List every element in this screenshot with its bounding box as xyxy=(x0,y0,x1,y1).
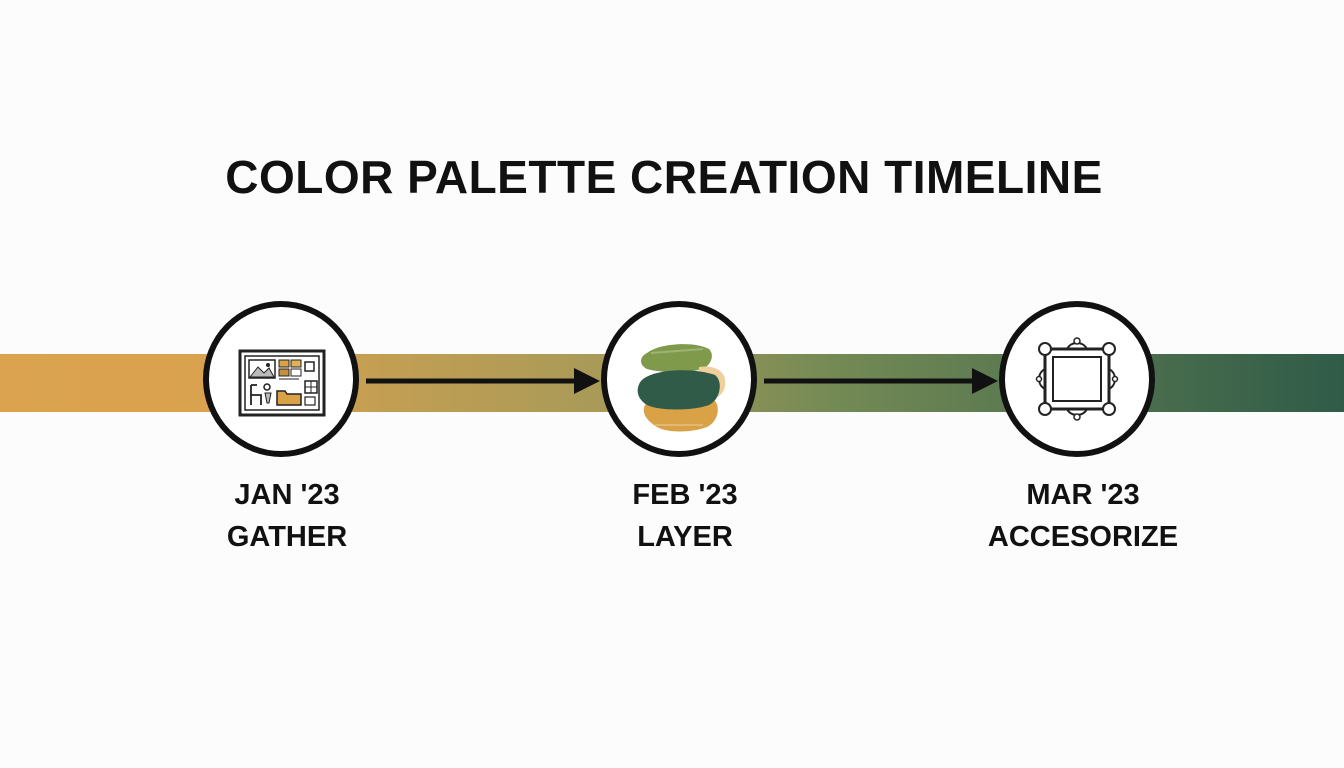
step-label-accesorize: MAR '23 ACCESORIZE xyxy=(953,474,1213,558)
step-node-layer xyxy=(601,301,757,457)
step-date: MAR '23 xyxy=(1026,479,1140,511)
paint-swatches-icon xyxy=(637,344,726,432)
ornate-frame-icon xyxy=(1035,337,1119,421)
step-name: ACCESORIZE xyxy=(987,521,1179,553)
step-name: LAYER xyxy=(637,521,733,553)
step-node-accesorize xyxy=(999,301,1155,457)
step-name: GATHER xyxy=(226,521,348,553)
page-title: COLOR PALETTE CREATION TIMELINE xyxy=(225,151,1103,203)
step-label-gather: JAN '23 GATHER xyxy=(157,474,417,558)
step-label-layer: FEB '23 LAYER xyxy=(555,474,815,558)
step-node-gather xyxy=(203,301,359,457)
step-date: FEB '23 xyxy=(632,479,738,511)
moodboard-icon xyxy=(238,349,326,417)
step-date: JAN '23 xyxy=(234,479,340,511)
